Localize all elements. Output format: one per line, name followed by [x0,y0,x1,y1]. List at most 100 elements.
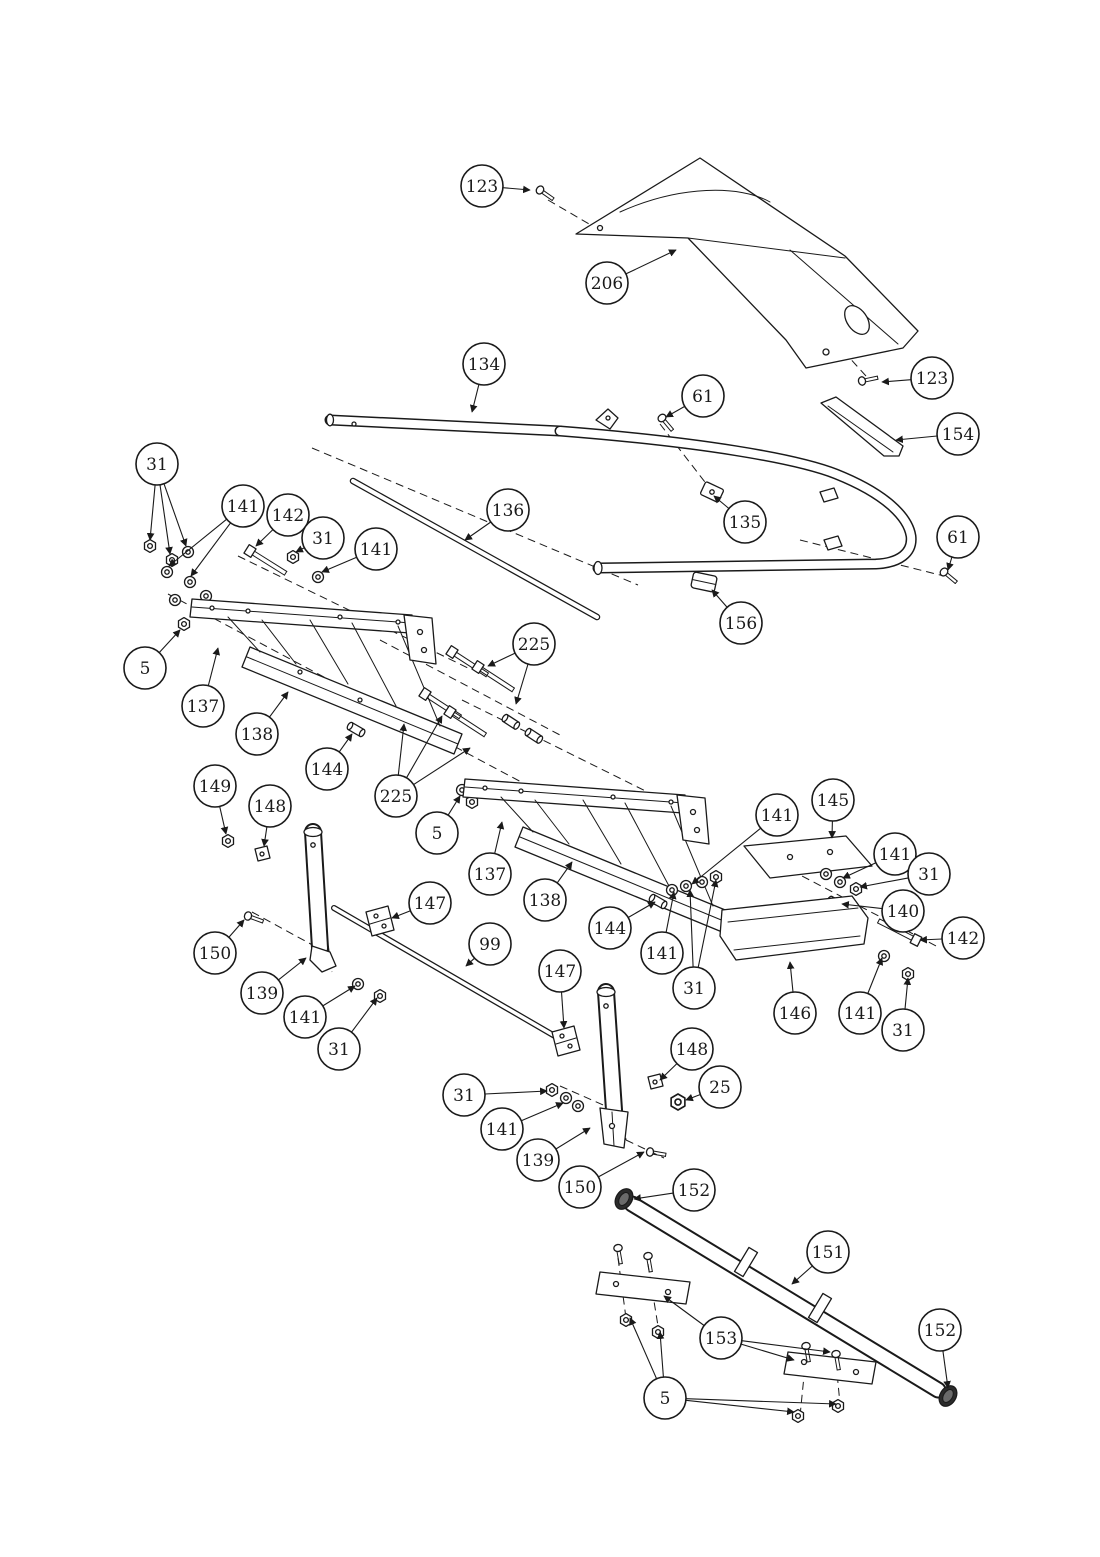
callout-135: 135 [713,495,767,544]
callout-label: 61 [692,387,714,407]
callout-balloon [643,1376,687,1420]
callout-balloon [881,1008,925,1052]
callout-145: 145 [811,778,855,839]
callout-leader-line [469,384,480,413]
diagonal-rod [349,477,601,621]
callout-31: 31 [881,977,925,1052]
callout-balloon [248,784,292,828]
callout-balloon [193,764,237,808]
callout-5: 5 [629,1317,837,1420]
callout-141: 141 [842,832,917,879]
callout-leader-line [207,647,221,686]
callout-154: 154 [895,412,980,456]
callout-leader-line [484,1087,548,1096]
callout-leader-line [685,1398,837,1408]
callout-147: 147 [391,881,452,925]
callout-leader-line [502,185,531,194]
callout-leader-line [946,556,954,571]
callout-label: 31 [146,455,168,475]
callout-balloon [941,916,985,960]
callout-leader-line [685,1399,795,1416]
callout-balloon [442,1073,486,1117]
callout-label: 31 [328,1040,350,1060]
callout-leader-line [391,910,411,920]
callout-label: 148 [254,797,286,817]
callout-balloon [235,712,279,756]
callout-leader-line [633,1192,674,1202]
callout-label: 99 [479,935,501,955]
callout-balloon [523,878,567,922]
callout-leader-line [713,495,730,509]
callout-balloon [588,906,632,950]
callout-146: 146 [773,961,817,1035]
frame-weldment-upper [189,598,463,755]
callout-141: 141 [691,793,799,885]
callout-balloon [266,493,310,537]
callout-123: 123 [881,356,954,400]
callout-balloon [699,1316,743,1360]
callout-141: 141 [480,1102,564,1151]
callout-label: 156 [725,614,757,634]
callout-5: 5 [415,795,461,855]
callout-label: 146 [779,1004,811,1024]
callout-label: 141 [761,806,793,826]
callout-balloon [374,774,418,818]
callout-leader-line [841,900,883,910]
callout-label: 31 [892,1021,914,1041]
callout-148: 148 [659,1027,714,1081]
callout-balloon [838,991,882,1035]
callout-label: 137 [187,697,219,717]
callout-leader-line [629,1317,658,1380]
callout-label: 138 [529,891,561,911]
callout-balloon [283,995,327,1039]
diagram-artwork [143,157,962,1424]
callout-label: 152 [924,1321,956,1341]
callout-label: 137 [474,865,506,885]
callout-61: 61 [665,374,725,418]
callout-balloon [193,931,237,975]
callout-leader-line [625,249,677,275]
callout-144: 144 [305,733,353,791]
callout-label: 123 [466,177,498,197]
callout-label: 147 [414,894,446,914]
callout-99: 99 [465,922,512,967]
callout-225: 225 [487,622,556,705]
callout-balloon [305,747,349,791]
callout-label: 150 [564,1178,596,1198]
callout-balloon [468,922,512,966]
tube-strap [807,1292,833,1324]
callout-137: 137 [468,821,512,896]
callout-balloon [723,500,767,544]
callout-153: 153 [663,1295,831,1362]
callout-label: 31 [312,529,334,549]
callout-31: 31 [672,879,719,1010]
callout-leader-line [158,629,181,653]
frame-bolt-61-left [655,411,677,434]
callout-balloon [240,971,284,1015]
callout-leader-line [691,827,762,885]
callout-31: 31 [295,516,345,560]
callout-137: 137 [181,647,225,728]
callout-balloon [486,488,530,532]
callout-balloon [672,1168,716,1212]
mount-plate-145 [743,835,873,879]
callout-label: 61 [947,528,969,548]
callout-leader-line [269,691,289,718]
callout-label: 225 [518,635,550,655]
callout-label: 144 [311,760,343,780]
callout-label: 138 [241,725,273,745]
callout-leader-line [627,901,656,918]
callout-balloon [516,1138,560,1182]
callout-136: 136 [464,488,530,541]
callout-label: 136 [492,501,524,521]
callout-balloon [681,374,725,418]
frame-weldment-lower [462,778,736,935]
callout-balloon [811,778,855,822]
callout-leader-line [740,1343,795,1362]
callout-balloon [301,516,345,560]
callout-leader-line [168,518,228,567]
callout-141: 141 [283,985,356,1039]
callout-leader-line [487,652,516,667]
